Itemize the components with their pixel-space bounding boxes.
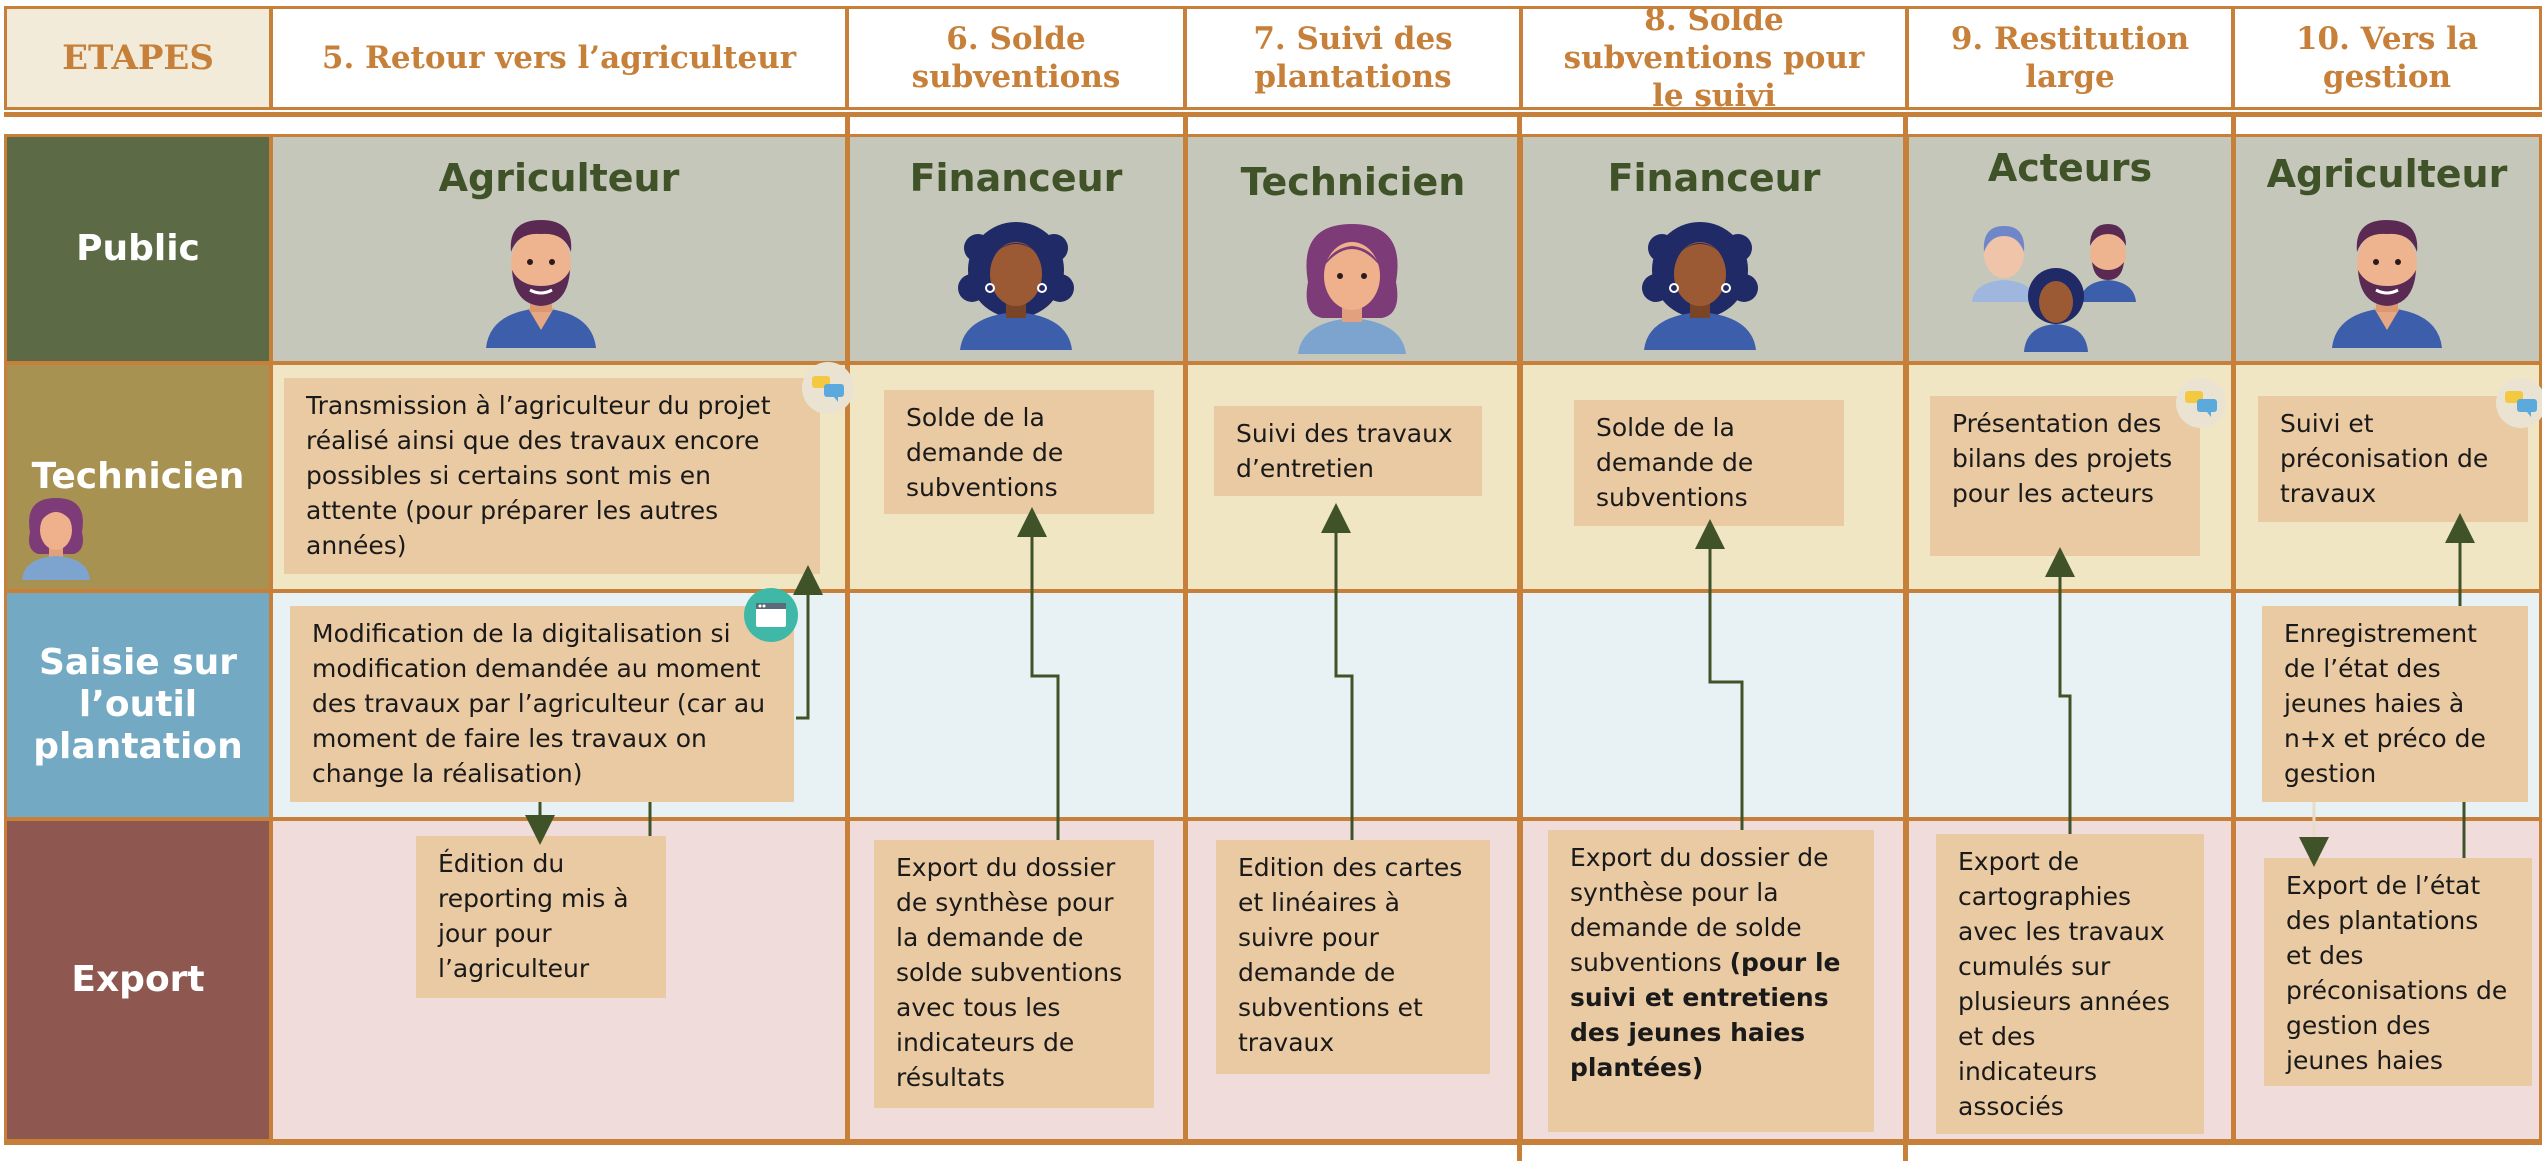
public-role-10: Agriculteur <box>2266 152 2508 196</box>
arrow-export-to-technicien-7 <box>1321 503 1354 840</box>
header-step-6: 6. Solde subventions <box>846 6 1186 110</box>
technician-small-avatar-icon <box>22 498 90 580</box>
arrow-export-to-technicien-9 <box>2045 547 2075 834</box>
screen-icon <box>744 588 798 642</box>
arrow-export-to-technicien-8 <box>1695 519 1744 830</box>
export-note-6: Export du dossier de synthèse pour la de… <box>874 840 1154 1108</box>
export-note-9: Export de cartographies avec les travaux… <box>1936 834 2204 1134</box>
row-label-public: Public <box>4 134 272 364</box>
chat-bubble-icon <box>2496 378 2542 428</box>
column-separator <box>1517 112 1522 1161</box>
arrow-export-to-technicien-6 <box>1017 507 1060 840</box>
technicien-note-5: Transmission à l’agriculteur du projet r… <box>284 378 820 574</box>
farmer-avatar-icon <box>2332 220 2442 348</box>
row-label-saisie: Saisie sur l’outil plantation <box>4 590 272 820</box>
export-note-8-text: Export du dossier de synthèse pour la de… <box>1570 843 1829 977</box>
saisie-note-5: Modification de la digitalisation si mod… <box>290 606 794 802</box>
saisie-cell-6 <box>846 590 1186 820</box>
bottom-border <box>4 1140 2542 1145</box>
funder-avatar-icon <box>1642 222 1758 350</box>
column-separator <box>2231 112 2236 1142</box>
export-note-10: Export de l’état des plantations et des … <box>2264 858 2532 1086</box>
technicien-note-7: Suivi des travaux d’entretien <box>1214 406 1482 496</box>
public-role-8: Financeur <box>1607 156 1821 200</box>
public-role-9: Acteurs <box>1987 146 2153 190</box>
technicien-note-6: Solde de la demande de subventions <box>884 390 1154 514</box>
header-step-10: 10. Vers la gestion <box>2232 6 2542 110</box>
funder-avatar-icon <box>958 222 1074 350</box>
chat-bubble-icon <box>802 362 854 414</box>
saisie-note-10: Enregistrement de l’état des jeunes haie… <box>2262 606 2528 802</box>
export-note-8: Export du dossier de synthèse pour la de… <box>1548 830 1874 1132</box>
header-step-7: 7. Suivi des plantations <box>1184 6 1522 110</box>
technicien-note-10: Suivi et préconisation de travaux <box>2258 396 2528 522</box>
saisie-cell-8 <box>1520 590 1908 820</box>
export-note-5: Édition du reporting mis à jour pour l’a… <box>416 836 666 998</box>
header-step-9: 9. Restitution large <box>1906 6 2234 110</box>
header-divider <box>4 112 2542 117</box>
technicien-note-8: Solde de la demande de subventions <box>1574 400 1844 526</box>
header-etapes: ETAPES <box>4 6 272 110</box>
row-label-export: Export <box>4 818 272 1142</box>
technician-avatar-icon <box>1298 224 1406 354</box>
public-role-6: Financeur <box>909 156 1123 200</box>
export-note-7: Edition des cartes et linéaires à suivre… <box>1216 840 1490 1074</box>
arrow-saisie-to-technicien-5 <box>793 565 823 720</box>
column-separator <box>845 112 850 1142</box>
export-note-8-bold: (pour le suivi et entretiens des jeunes … <box>1570 948 1841 1082</box>
public-role-7: Technicien <box>1240 160 1466 204</box>
column-separator <box>1903 112 1908 1161</box>
row-label-technicien-text: Technicien <box>31 456 245 497</box>
actors-group-avatar-icon <box>1972 224 2136 352</box>
chat-bubble-icon <box>2176 378 2226 428</box>
column-separator <box>1183 112 1188 1142</box>
technicien-note-9: Présentation des bilans des projets pour… <box>1930 396 2200 556</box>
header-step-5: 5. Retour vers l’agriculteur <box>270 6 848 110</box>
farmer-avatar-icon <box>486 220 596 348</box>
public-role-5: Agriculteur <box>438 156 680 200</box>
